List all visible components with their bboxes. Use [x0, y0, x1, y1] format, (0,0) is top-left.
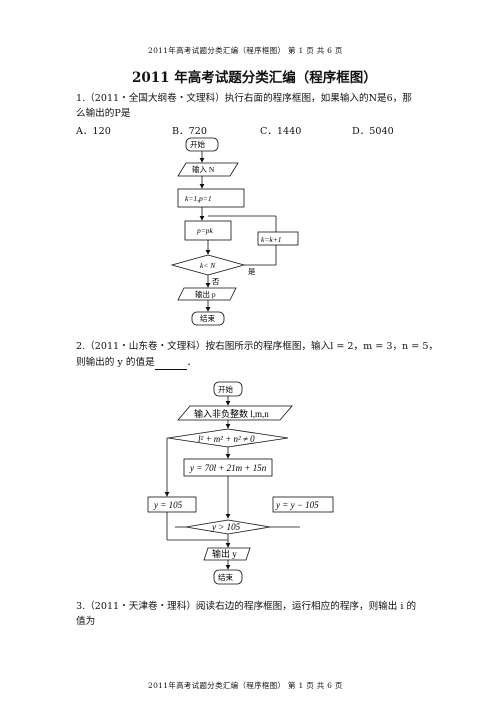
page-header: 2011年高考试题分类汇编（程序框图） 第 1 页 共 6 页	[148, 46, 343, 55]
page-title: 2011 年高考试题分类汇编（程序框图）	[132, 70, 377, 86]
end-label: 结束	[200, 313, 215, 323]
input-node	[177, 162, 239, 177]
question-1-line-1: 1.（2011・全国大纲卷・文理科）执行右面的程序框图，如果输入的N是6，那	[76, 93, 412, 104]
flowchart-1: 开始 输入 N k=1,p=1 p=pk k=k+1 k< N 是 否 输出 p…	[170, 137, 299, 326]
condition-1-label: l² + m² + n² ≠ 0	[198, 434, 255, 444]
question-1-line-2: 么输出的P是	[76, 108, 131, 119]
input-label: 输入非负整数 l,m,n	[194, 408, 269, 419]
increment-label: k=k+1	[261, 235, 282, 244]
output-node	[203, 547, 251, 561]
input-label: 输入 N	[192, 164, 215, 174]
flowchart-2: 开始 输入非负整数 l,m,n l² + m² + n² ≠ 0 y = 70l…	[147, 381, 334, 585]
question-2-line-1: 2.（2011・山东卷・文理科）按右图所示的程序框图，输入l = 2，m = 3…	[76, 341, 439, 352]
increment-node	[257, 231, 299, 246]
option-d: D．5040	[352, 126, 394, 137]
output-label: 输出 y	[212, 548, 237, 559]
question-2-period: ．	[186, 357, 197, 368]
right-assign-label: y = y − 105	[275, 500, 319, 510]
option-c: C．1440	[260, 126, 302, 137]
end-node	[213, 569, 243, 585]
output-label: 输出 p	[195, 289, 216, 299]
right-assign-node	[272, 496, 334, 513]
yes-label: 是	[248, 267, 256, 276]
answer-blank	[154, 359, 187, 370]
question-2-text: 则输出的 y 的值是	[76, 357, 155, 368]
no-label: 否	[212, 277, 220, 286]
output-node	[177, 287, 237, 301]
option-b: B．720	[172, 126, 207, 137]
question-2-line-2: 则输出的 y 的值是 ．	[76, 355, 196, 370]
end-node	[191, 311, 225, 326]
input-node	[177, 405, 293, 421]
start-label: 开始	[190, 139, 205, 149]
start-label: 开始	[218, 384, 233, 394]
option-a: A．120	[76, 126, 111, 137]
calc-label: p=pk	[196, 226, 214, 235]
left-assign-label: y = 105	[153, 500, 183, 510]
condition-2-label: y > 105	[211, 522, 241, 532]
question-3-line-2: 值为	[76, 616, 96, 627]
init-node	[177, 188, 245, 208]
page-footer: 2011年高考试题分类汇编（程序框图） 第 1 页 共 6 页	[148, 681, 343, 690]
question-3-line-1: 3.（2011・天津卷・理科）阅读右边的程序框图，运行相应的程序，则输出 i 的	[76, 601, 417, 612]
condition-label: k< N	[200, 261, 216, 270]
end-label: 结束	[218, 572, 233, 582]
calc-label: y = 70l + 21m + 15n	[189, 463, 267, 473]
init-label: k=1,p=1	[185, 194, 212, 203]
left-assign-node	[147, 496, 197, 513]
